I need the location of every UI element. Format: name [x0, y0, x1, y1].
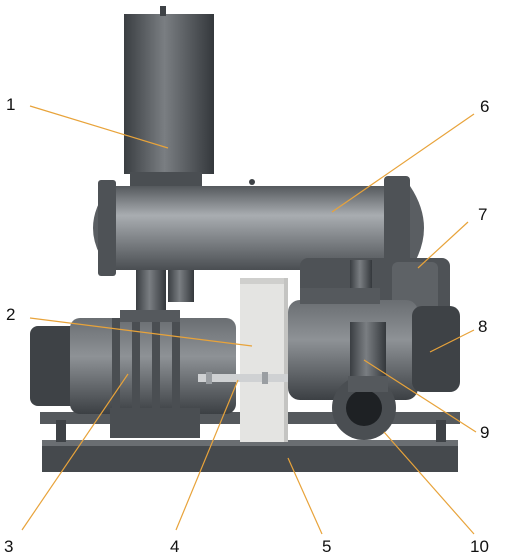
callout-5: 5 [322, 537, 332, 556]
outlet-assembly [332, 322, 396, 440]
leader-line-9 [363, 359, 477, 433]
leader-line-2 [29, 317, 253, 347]
callout-4: 4 [170, 537, 180, 556]
leader-line-3 [21, 373, 129, 531]
callout-7: 7 [478, 205, 488, 224]
leader-line-5 [287, 457, 323, 535]
callout-8: 8 [478, 317, 488, 336]
callout-2: 2 [6, 305, 16, 324]
left-blower [30, 310, 236, 438]
belt-guard-cover [240, 278, 288, 442]
callout-10: 10 [470, 537, 489, 556]
leader-line-1 [29, 105, 169, 149]
leader-line-7 [417, 221, 469, 269]
leader-line-4 [175, 379, 239, 531]
callout-3: 3 [4, 537, 14, 556]
leader-line-10 [383, 431, 475, 535]
leader-line-6 [331, 113, 475, 213]
leader-line-8 [429, 329, 475, 353]
callout-6: 6 [480, 97, 490, 116]
callout-1: 1 [6, 95, 16, 114]
horizontal-silencer [93, 176, 424, 280]
callout-9: 9 [480, 423, 490, 442]
